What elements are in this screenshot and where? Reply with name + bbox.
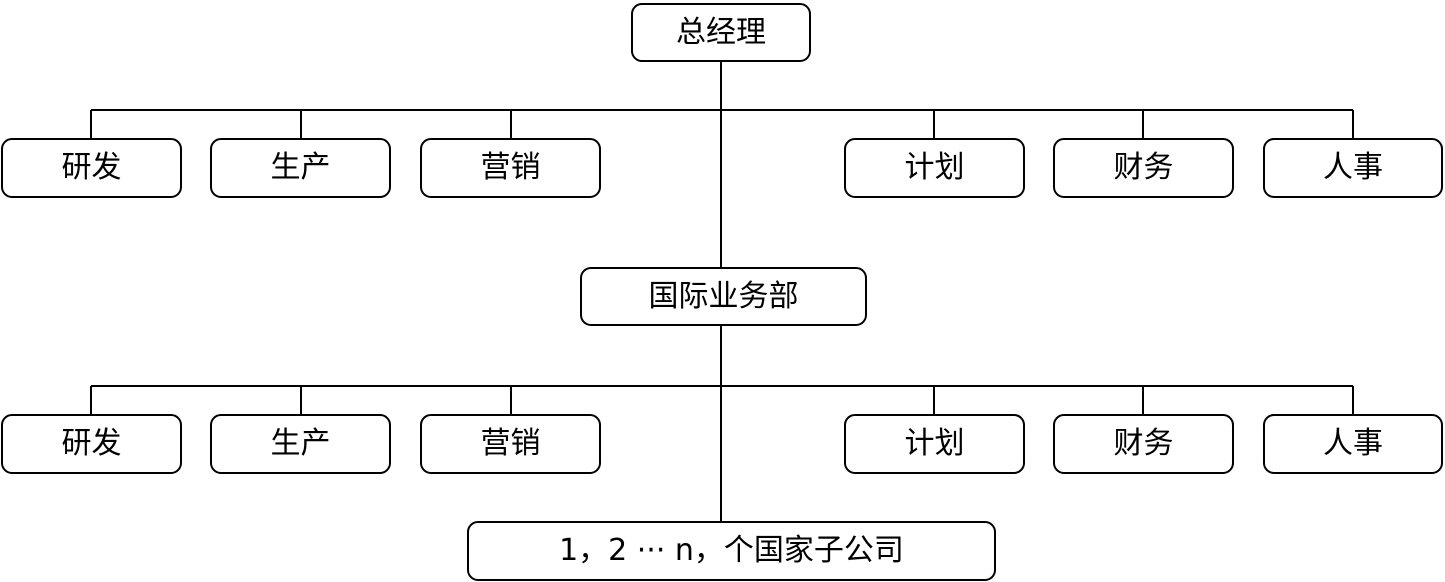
intl-dept-node-yanfa: 研发 xyxy=(1,414,182,474)
intl-dept-node-jihua: 计划 xyxy=(844,414,1025,474)
intl-dept-node-renshi: 人事 xyxy=(1263,414,1443,474)
subsidiaries-node: 1，2 ··· n，个国家子公司 xyxy=(467,521,996,581)
intl-dept-node-yingxiao: 营销 xyxy=(420,414,601,474)
dept-label: 计划 xyxy=(904,426,965,461)
root-node: 总经理 xyxy=(631,3,811,62)
dept-node-yanfa: 研发 xyxy=(1,138,182,198)
dept-node-caiwu: 财务 xyxy=(1053,138,1234,198)
dept-label: 研发 xyxy=(61,150,122,185)
dept-label: 人事 xyxy=(1323,426,1383,461)
dept-label: 研发 xyxy=(61,426,122,461)
subsidiaries-label: 1，2 ··· n，个国家子公司 xyxy=(559,533,904,568)
dept-label: 营销 xyxy=(480,150,541,185)
dept-label: 人事 xyxy=(1323,150,1383,185)
dept-node-shengchan: 生产 xyxy=(210,138,391,198)
dept-label: 计划 xyxy=(904,150,965,185)
dept-node-yingxiao: 营销 xyxy=(420,138,601,198)
dept-node-renshi: 人事 xyxy=(1263,138,1443,198)
dept-label: 财务 xyxy=(1113,150,1174,185)
dept-node-jihua: 计划 xyxy=(844,138,1025,198)
dept-label: 生产 xyxy=(270,426,331,461)
international-label: 国际业务部 xyxy=(648,278,799,314)
intl-dept-node-caiwu: 财务 xyxy=(1053,414,1234,474)
dept-label: 生产 xyxy=(270,150,331,185)
intl-dept-node-shengchan: 生产 xyxy=(210,414,391,474)
dept-label: 营销 xyxy=(480,426,541,461)
root-label: 总经理 xyxy=(676,14,766,50)
dept-label: 财务 xyxy=(1113,426,1174,461)
international-node: 国际业务部 xyxy=(580,267,867,326)
